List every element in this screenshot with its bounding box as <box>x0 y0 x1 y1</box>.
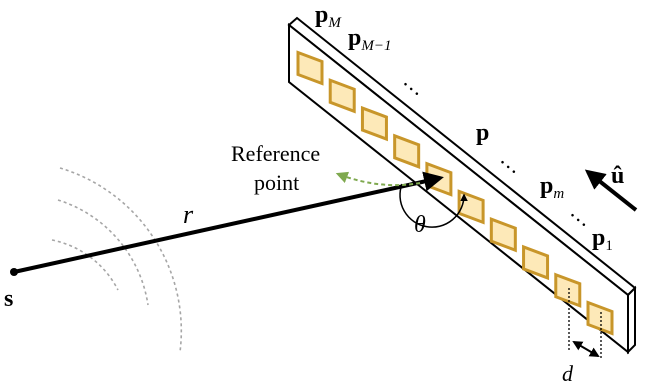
panel-side-face <box>287 16 637 297</box>
antenna-element-7 <box>393 133 421 169</box>
label-theta: θ <box>414 212 426 238</box>
antenna-element-8 <box>360 105 388 142</box>
ellipsis-middle: … <box>496 145 529 178</box>
antenna-element-1 <box>586 300 614 336</box>
label-p-M: pM <box>315 2 342 31</box>
label-reference-line2: point <box>254 170 299 195</box>
antenna-elements <box>296 50 614 336</box>
label-d: d <box>562 361 574 386</box>
label-p-M-minus-1: pM−1 <box>348 25 391 54</box>
panel-end-face <box>627 285 636 355</box>
label-p-m: pm <box>540 173 564 202</box>
antenna-element-3 <box>522 244 550 281</box>
u-hat-direction-arrow <box>584 169 638 212</box>
wave-arc-1 <box>51 239 119 291</box>
vector-r-arrow <box>13 171 444 274</box>
antenna-element-9 <box>328 78 356 114</box>
label-p: p <box>476 120 489 146</box>
label-u-hat: û <box>611 163 624 189</box>
wavefront-arcs <box>51 167 183 353</box>
antenna-element-2 <box>554 272 582 308</box>
wave-arc-2 <box>57 199 149 306</box>
wave-arc-3 <box>59 167 183 353</box>
spacing-markers: d <box>562 288 602 386</box>
ellipsis-top: … <box>399 67 432 100</box>
spacing-arrow-d <box>572 340 600 358</box>
label-reference-line1: Reference <box>231 141 320 166</box>
reference-point-arrow <box>335 171 421 187</box>
label-p-1: p1 <box>592 225 613 254</box>
antenna-element-4 <box>489 217 517 253</box>
label-r: r <box>183 200 194 229</box>
point-s <box>10 268 18 276</box>
antenna-element-10 <box>296 50 324 86</box>
theta-arc <box>399 183 468 228</box>
labels: pM pM−1 … p … pm … p1 û Reference point… <box>4 2 624 312</box>
label-s: s <box>4 286 13 312</box>
array-panel <box>287 16 637 355</box>
